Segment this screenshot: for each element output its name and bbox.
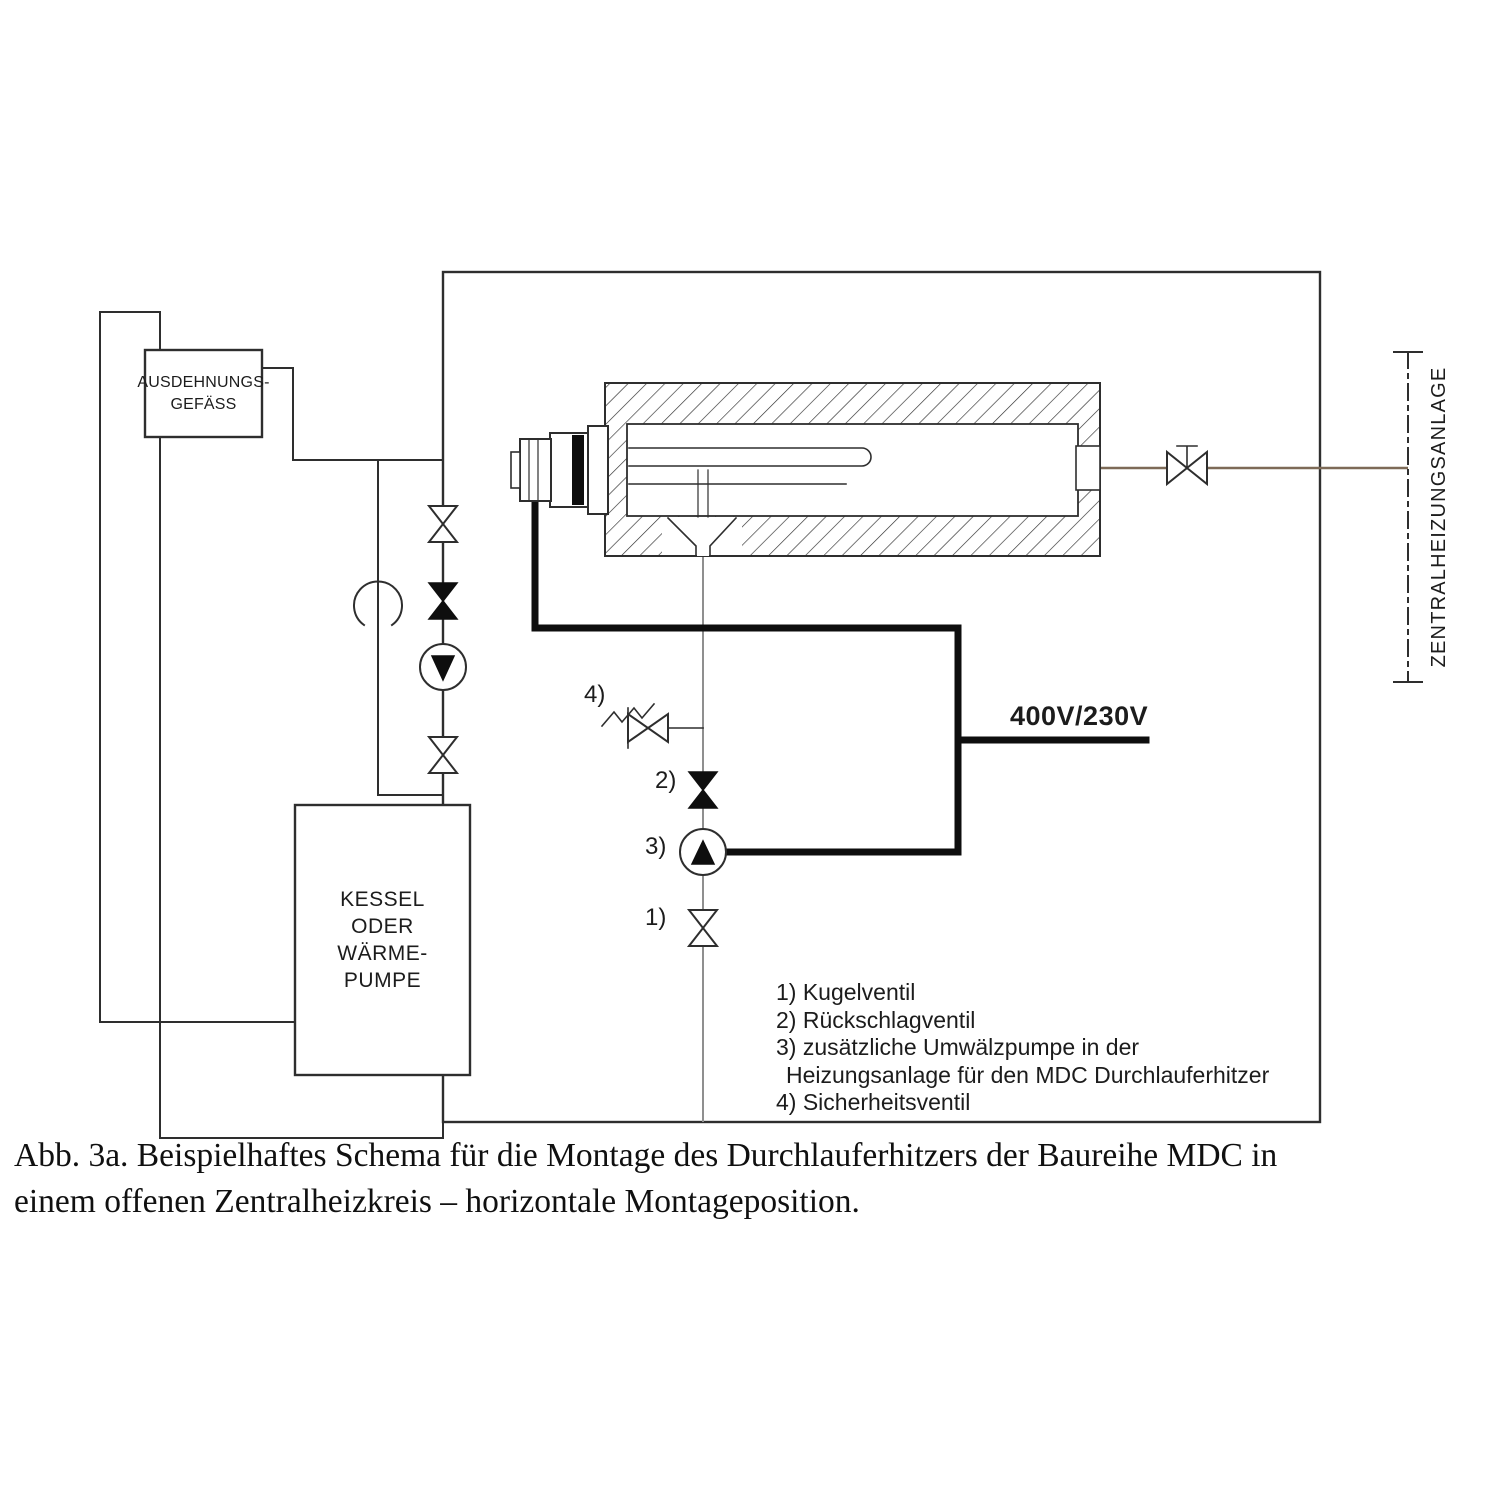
safety-valve-spring [600,702,656,728]
heater-head-dark-ring [572,435,584,505]
pump-flow-triangle [690,839,716,865]
valve-triangle [426,753,460,774]
heater-cap-grooves [528,438,539,502]
marker-1: 1) [645,904,667,931]
legend-line-3: 3) zusätzliche Umwälzpumpe in der [776,1034,1140,1060]
power-supply-cable [531,496,1150,856]
expansion-vessel-box [143,348,264,439]
valve-triangle [426,736,460,757]
check-valve-left [427,582,459,620]
boiler-box [293,803,472,1077]
drain-funnel-right [709,516,738,557]
valve-triangle [426,522,460,543]
check-valve-2 [687,771,719,809]
heater-cap-nub [510,451,521,489]
expansion-vessel-label-line2: GEFÄSS [170,395,237,413]
circulation-pump-left [419,643,467,691]
voltage-label: 400V/230V [1010,701,1149,731]
valve-triangle [646,712,669,744]
outlet-shutoff-valve [1166,445,1208,487]
boiler-label-line1: KESSEL [340,888,425,911]
valve-triangle [686,926,720,947]
valve-stem [1176,445,1198,469]
valve-triangle [687,788,719,809]
valve-triangle [427,599,459,620]
cable-heater-to-pump [531,496,962,856]
expansion-vessel-connection-pipe [261,367,444,461]
legend-line-5: 4) Sicherheitsventil [776,1089,971,1115]
sensor-pocket-tube [697,469,709,518]
figure-caption: Abb. 3a. Beispielhaftes Schema für die M… [14,1133,1484,1225]
legend-line-2: 2) Rückschlagventil [776,1006,976,1033]
valve-triangle [686,909,720,930]
caption-line-2: einem offenen Zentralheizkreis – horizon… [14,1183,860,1220]
valve-triangle [1166,449,1189,487]
boiler-label-line4: PUMPE [343,969,422,992]
caption-line-1: Abb. 3a. Beispielhaftes Schema für die M… [14,1137,1278,1174]
valve-triangle [427,582,459,603]
marker-4: 4) [584,681,606,708]
drain-funnel-left [666,516,697,557]
installation-boundary [441,270,1322,1124]
heater-flange [587,425,609,515]
ball-valve-1 [686,909,720,947]
pump-flow-triangle [430,655,456,682]
valve-triangle [687,771,719,792]
central-heating-label: ZENTRALHEIZUNGSANLAGE [1428,366,1450,668]
heater-head-cap [519,438,552,502]
mdc-heater [510,382,1101,557]
heater-outlet-port [1075,445,1101,491]
boiler-label: KESSEL ODER WÄRME- PUMPE [295,805,470,1075]
valve-triangle [426,505,460,526]
boiler-label-line2: ODER [351,915,414,938]
boiler-label-line3: WÄRME- [337,942,428,965]
riser-left-pipe [99,311,296,1023]
legend-line-1: 1) Kugelventil [776,979,916,1005]
valve-triangle [1185,449,1208,487]
marker-2: 2) [655,767,677,794]
shutoff-valve-upper-left [426,505,460,543]
legend-line-4: Heizungsanlage für den MDC Durchlauferhi… [786,1061,1270,1088]
expansion-vessel-label: AUSDEHNUNGS- GEFÄSS [137,350,269,437]
bypass-branch [353,459,444,796]
circulation-pump-3 [679,828,727,876]
shutoff-valve-lower-left [426,736,460,774]
riser-right-pipe [159,311,444,1139]
legend: 1) Kugelventil 2) Rückschlagventil 3) zu… [776,979,1269,1117]
external-circuit-pipes [99,311,444,1139]
marker-3: 3) [645,833,667,860]
gravity-brake-symbol [353,580,403,627]
heating-element-u-rod [628,447,872,467]
central-heating-boundary [1393,351,1423,683]
safety-valve-4 [600,702,704,749]
expansion-vessel-label-line1: AUSDEHNUNGS- [137,373,270,391]
drain-cutout [662,517,742,556]
valve-triangle [627,712,650,744]
heater-inner-chamber [626,423,1079,517]
